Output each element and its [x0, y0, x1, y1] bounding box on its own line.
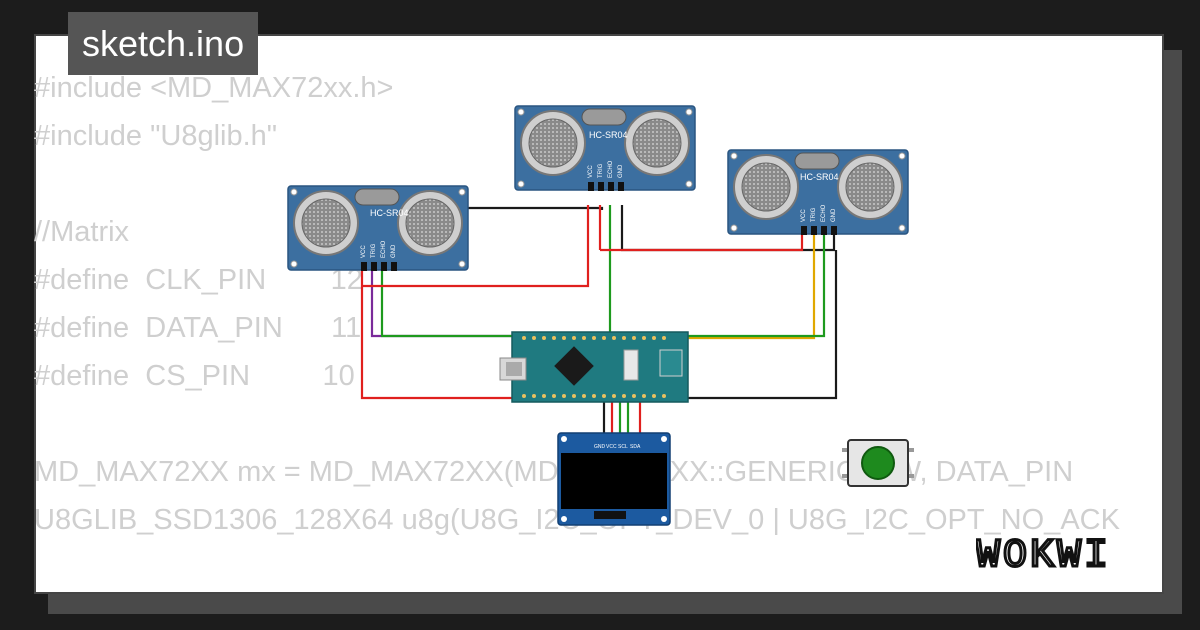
- oled-pin-label: SCL: [618, 444, 628, 450]
- sensor-pin-label: GND: [831, 208, 837, 222]
- sensor-pin-label: VCC: [361, 245, 367, 258]
- oled-display: GND VCC SCL SDA: [557, 432, 671, 526]
- code-line: #define CS_PIN 10: [34, 360, 355, 392]
- sensor-model-label: HC-SR04: [370, 208, 409, 218]
- ultrasonic-sensor-left: HC-SR04 VCC TRIG ECHO GND: [287, 185, 469, 272]
- sensor-pin-label: ECHO: [821, 204, 827, 222]
- push-button: [842, 439, 914, 487]
- wokwi-logo-text: WOKWI: [976, 534, 1111, 576]
- sensor-pin-label: TRIG: [598, 163, 604, 178]
- sensor-pin-label: ECHO: [608, 160, 614, 178]
- sensor-pin-label: VCC: [588, 165, 594, 178]
- wokwi-logo: WOKWI: [976, 533, 1111, 577]
- code-line: #define DATA_PIN 11: [34, 312, 362, 344]
- sensor-pin-label: GND: [391, 244, 397, 258]
- code-line: //Matrix: [34, 216, 130, 248]
- sensor-pin-label: TRIG: [371, 243, 377, 258]
- sketch-filename-tab[interactable]: sketch.ino: [68, 12, 259, 75]
- code-line: #include <MD_MAX72xx.h>: [34, 72, 394, 104]
- oled-pin-label: SDA: [630, 444, 641, 450]
- sensor-pin-label: GND: [618, 164, 624, 178]
- arduino-nano-board: [499, 331, 689, 403]
- sensor-model-label: HC-SR04: [800, 172, 839, 182]
- sensor-pin-label: ECHO: [381, 240, 387, 258]
- ultrasonic-sensor-right: HC-SR04 VCC TRIG ECHO GND: [727, 149, 909, 236]
- oled-pin-label: VCC: [606, 444, 617, 450]
- sensor-pin-label: TRIG: [811, 207, 817, 222]
- wires: [360, 205, 838, 438]
- code-line: U8GLIB_SSD1306_128X64 u8g(U8G_I2C_OPT_DE…: [34, 504, 1120, 536]
- code-line: #include "U8glib.h": [34, 120, 278, 152]
- ultrasonic-sensor-top: HC-SR04 VCC TRIG ECHO GND: [514, 105, 696, 192]
- oled-pin-label: GND: [594, 444, 606, 450]
- sensor-model-label: HC-SR04: [589, 130, 628, 140]
- sensor-pin-label: VCC: [801, 209, 807, 222]
